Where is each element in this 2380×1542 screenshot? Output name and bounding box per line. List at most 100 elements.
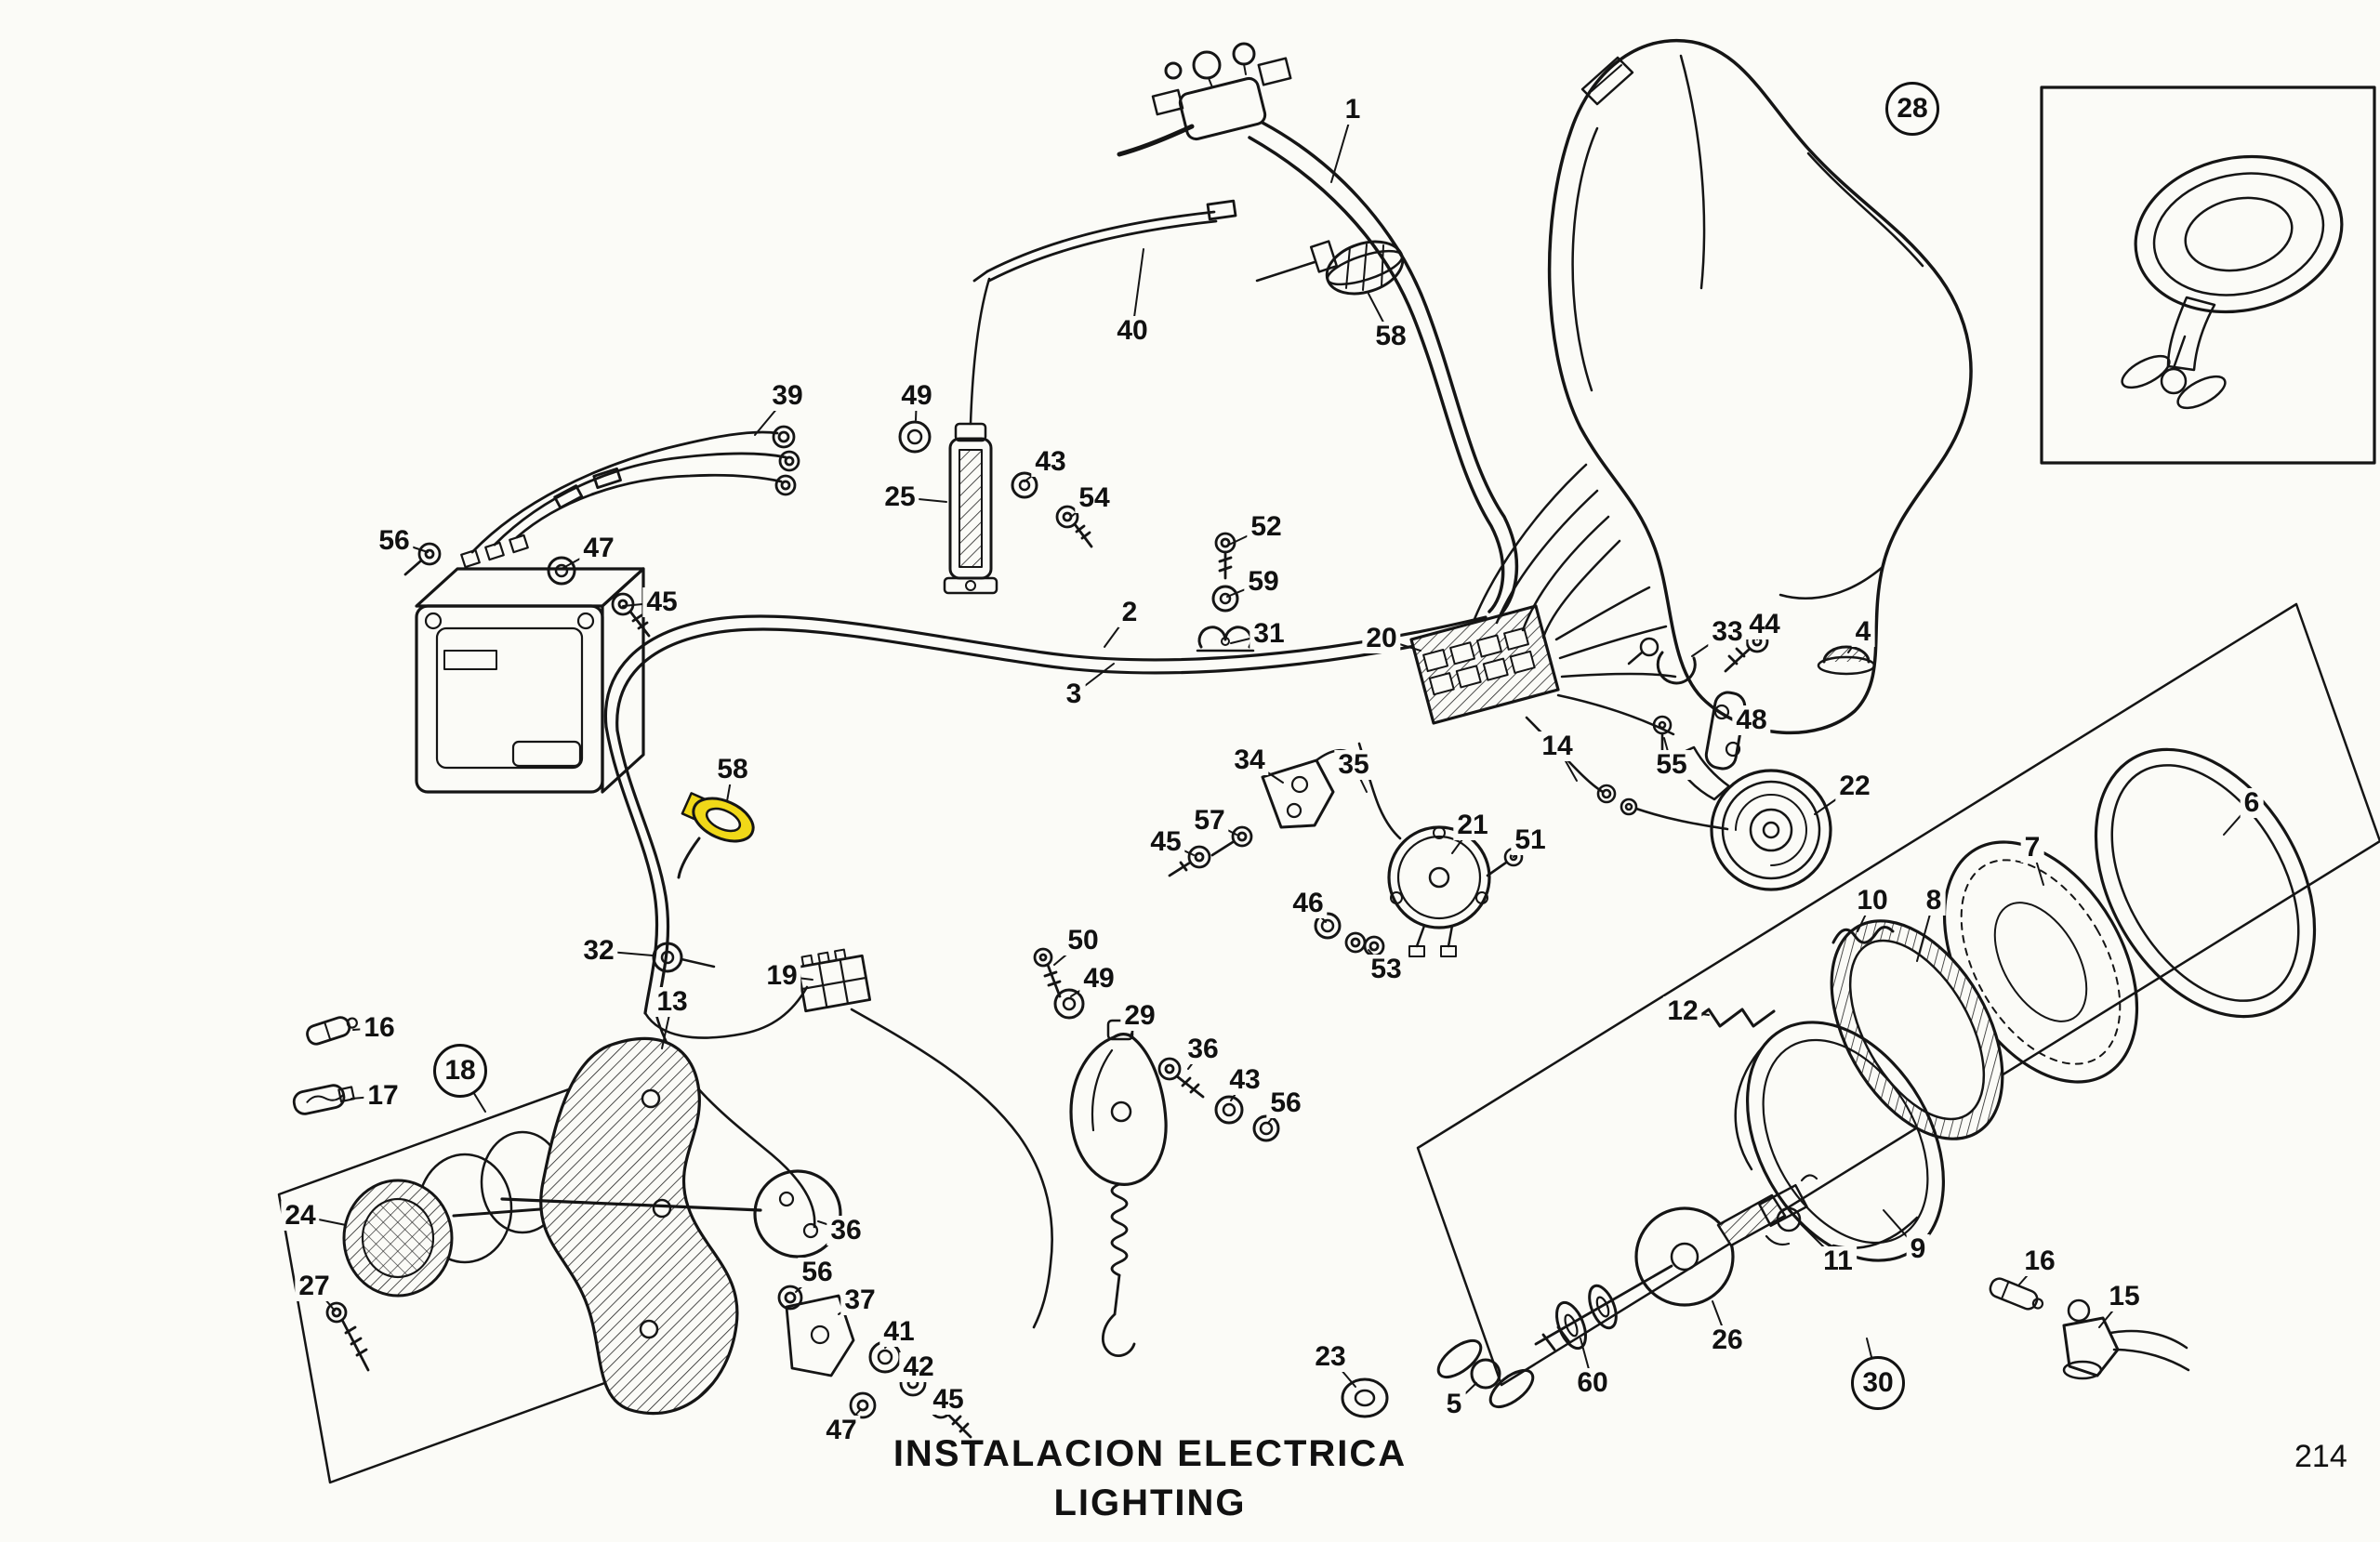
part-label: 46 [1289,889,1328,918]
main-loom-cables [603,614,1489,1329]
bolt-55 [1652,715,1673,753]
grommet-49-lower [1053,988,1085,1020]
part-label: 52 [1247,512,1286,542]
voltage-regulator [415,534,645,794]
part-label: 6 [2240,788,2264,818]
part-label: 39 [768,381,807,411]
part-label: 43 [1225,1065,1264,1095]
part-label: 56 [375,526,414,556]
part-label: 24 [281,1201,320,1231]
part-label: 47 [822,1416,861,1445]
bolt-50 [1033,947,1062,998]
washer-43-lower [1214,1095,1244,1125]
part-label: 37 [840,1285,879,1315]
washer-56-bracket [777,1285,803,1311]
nut-56-switch [1252,1114,1280,1142]
part-label: 48 [1732,705,1771,735]
part-label: 44 [1745,610,1784,639]
part-label: 21 [1453,811,1492,840]
ring-terminal-32 [652,942,716,973]
clamp-33 [1627,637,1697,685]
part-label: 34 [1230,745,1269,775]
part-label: 17 [364,1081,403,1111]
bolt-45-mid [1168,845,1211,877]
part-label-circled: 30 [1851,1356,1905,1410]
part-label: 35 [1334,750,1373,780]
part-label: 45 [642,587,681,617]
bolt-27 [325,1301,370,1372]
part-label: 53 [1367,955,1406,984]
part-label: 16 [360,1013,399,1043]
part-label-circled: 28 [1885,82,1939,136]
part-label: 58 [1371,322,1410,351]
part-label: 31 [1250,619,1289,649]
part-label: 58 [713,755,752,784]
part-label: 50 [1064,926,1103,956]
washer-59 [1211,585,1239,613]
bolt-36-switch [1157,1057,1205,1099]
part-label: 22 [1835,771,1874,801]
part-label: 43 [1031,447,1070,477]
headlamp-exploded [1436,747,2317,1409]
part-label: 7 [2020,833,2044,863]
stop-switch-29 [1069,1019,1168,1357]
part-label: 23 [1311,1342,1350,1372]
regulator-harness-39 [470,425,800,554]
grommet-4 [1817,645,1876,676]
part-label: 14 [1538,731,1577,761]
part-label: 60 [1573,1368,1612,1398]
part-label: 13 [653,987,692,1017]
washer-47-left [547,556,576,586]
bracket-37 [785,1294,855,1377]
page-title-line2: LIGHTING [1053,1483,1247,1523]
part-label: 15 [2105,1282,2144,1311]
brake-device-21 [1387,825,1491,957]
part-label: 36 [826,1216,866,1245]
wire-14 [1525,716,1729,831]
part-label: 49 [1079,964,1118,994]
part-label: 40 [1113,316,1152,346]
part-label: 11 [1819,1246,1857,1276]
part-label: 26 [1708,1325,1747,1355]
grommet-23 [1341,1377,1389,1418]
part-label: 16 [2020,1246,2059,1276]
part-label: 25 [880,482,919,512]
horn-22 [1672,745,1832,891]
part-label: 51 [1511,825,1550,855]
page-number: 214 [2294,1439,2347,1474]
washer-47-bottom [849,1391,877,1419]
handlebar-switch-assembly [1117,42,1292,157]
ignition-coil [943,277,998,595]
part-label: 54 [1075,483,1114,513]
part-label: 2 [1117,598,1142,627]
part-label-circled: 18 [433,1044,487,1098]
part-label: 56 [1266,1088,1305,1118]
cable-clip-31 [1196,626,1255,652]
part-label: 36 [1183,1035,1223,1064]
part-label: 45 [929,1385,968,1415]
washers-53 [1344,931,1385,957]
taillight-assembly [342,1130,653,1298]
fuse-box-20 [1409,463,1677,736]
nut-46 [1314,912,1342,940]
part-label: 59 [1244,567,1283,597]
connector-block-19 [796,948,872,1013]
page-title-line1: INSTALACION ELECTRICA [892,1433,1408,1474]
hose-clamp-upper [1255,240,1405,296]
part-label: 19 [762,961,801,991]
bolt-52 [1214,532,1236,580]
part-label: 10 [1853,886,1892,916]
part-label: 4 [1851,617,1875,647]
bulb-16-left [306,1016,358,1046]
grommet-49-upper [898,420,932,454]
part-label: 1 [1341,95,1365,125]
cable-clamp-highlight-58 [677,792,755,879]
part-label: 27 [295,1272,334,1301]
inset-box-28 [2040,86,2376,465]
part-label: 32 [579,936,618,966]
part-label: 33 [1708,617,1747,647]
part-label: 12 [1663,996,1702,1026]
main-harness-cable [1248,121,1519,615]
